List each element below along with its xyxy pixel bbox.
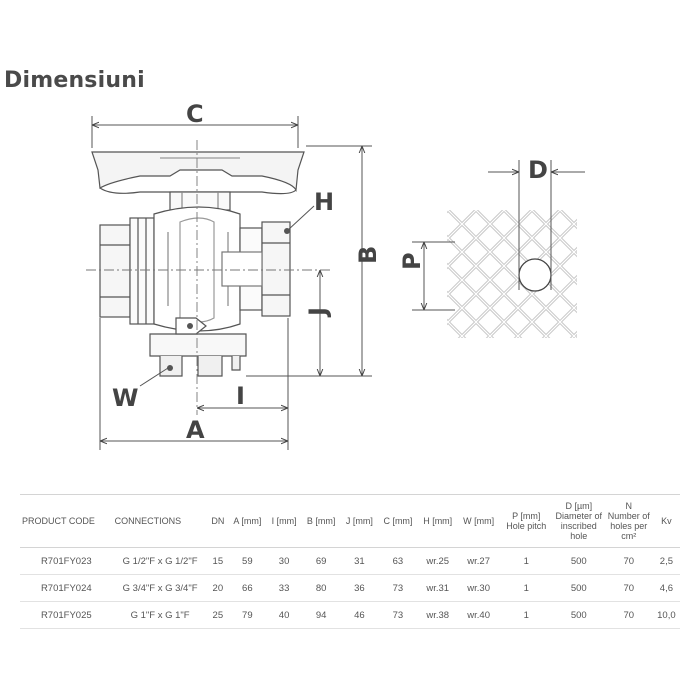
table-row: R701FY024 G 3/4"F x G 3/4"F 20 66 33 80 … (20, 574, 680, 602)
header-d: D [µm] Diameter of inscribed hole (552, 494, 605, 548)
cell-connections: G 3/4"F x G 3/4"F (112, 574, 208, 602)
dimension-i (197, 318, 289, 420)
table-row: R701FY023 G 1/2"F x G 1/2"F 15 59 30 69 … (20, 547, 680, 575)
header-c: C [mm] (378, 494, 418, 548)
cell-kv: 10,0 (652, 601, 680, 629)
cell-j: 46 (340, 601, 379, 629)
dimension-d-label: D (528, 156, 548, 184)
cell-j: 36 (340, 574, 379, 602)
header-w: W [mm] (457, 494, 500, 548)
cell-p: 1 (499, 601, 553, 629)
cell-dn: 20 (207, 574, 229, 602)
header-n-sub: Number of holes per cm² (607, 511, 650, 541)
cell-kv: 4,6 (652, 574, 680, 602)
dimension-w-label: W (112, 384, 138, 412)
dimension-c (91, 116, 299, 148)
cell-d: 500 (552, 574, 605, 602)
cell-connections: G 1/2"F x G 1/2"F (112, 547, 208, 575)
table-row: R701FY025 G 1"F x G 1"F 25 79 40 94 46 7… (20, 601, 680, 629)
cell-h: wr.31 (417, 574, 458, 602)
cell-w: wr.27 (457, 547, 500, 575)
cell-b: 80 (301, 574, 341, 602)
header-b: B [mm] (301, 494, 341, 548)
dimension-a (99, 318, 289, 450)
dimension-p (412, 241, 455, 311)
header-p-label: P [mm] (512, 511, 541, 521)
dimension-a-label: A (186, 416, 205, 444)
valve-side-view (91, 151, 305, 377)
cell-c: 63 (378, 547, 418, 575)
leader-w (139, 367, 169, 387)
header-connections: CONNECTIONS (112, 494, 208, 548)
cell-i: 30 (266, 547, 302, 575)
cell-code: R701FY023 (20, 547, 113, 575)
cell-i: 33 (266, 574, 302, 602)
valve-dimension-drawing: C B J H W I A D P (86, 100, 585, 450)
cell-d: 500 (552, 601, 605, 629)
header-a: A [mm] (228, 494, 267, 548)
cell-d: 500 (552, 547, 605, 575)
filter-mesh-detail (447, 210, 577, 338)
cell-b: 69 (301, 547, 341, 575)
cell-a: 79 (228, 601, 267, 629)
cell-a: 59 (228, 547, 267, 575)
dimension-c-label: C (186, 100, 204, 128)
dimension-b (246, 145, 372, 377)
cell-h: wr.25 (417, 547, 458, 575)
cell-h: wr.38 (417, 601, 458, 629)
dimension-h-label: H (314, 188, 334, 216)
cell-w: wr.40 (457, 601, 500, 629)
cell-n: 70 (604, 547, 653, 575)
header-d-sub: Diameter of inscribed hole (555, 511, 603, 541)
cell-p: 1 (499, 574, 553, 602)
header-dn: DN (207, 494, 229, 548)
cell-dn: 25 (207, 601, 229, 629)
header-p-sub: Hole pitch (506, 521, 547, 531)
cell-c: 73 (378, 601, 418, 629)
dimension-i-label: I (236, 382, 245, 410)
cell-b: 94 (301, 601, 341, 629)
cell-code: R701FY024 (20, 574, 113, 602)
table-header-row: PRODUCT CODE CONNECTIONS DN A [mm] I [mm… (20, 494, 680, 548)
dimension-d (488, 160, 585, 290)
header-n-label: N (625, 501, 633, 511)
page-title: Dimensiuni (4, 68, 145, 93)
header-j: J [mm] (340, 494, 379, 548)
cell-c: 73 (378, 574, 418, 602)
leader-h (287, 205, 315, 231)
cell-w: wr.30 (457, 574, 500, 602)
dimension-p-label: P (398, 252, 426, 270)
cell-p: 1 (499, 547, 553, 575)
header-n: N Number of holes per cm² (604, 494, 653, 548)
cell-connections: G 1"F x G 1"F (112, 601, 208, 629)
header-d-label: D [µm] (565, 501, 593, 511)
cell-code: R701FY025 (20, 601, 113, 629)
spec-table: PRODUCT CODE CONNECTIONS DN A [mm] I [mm… (20, 494, 680, 629)
header-kv: Kv (652, 494, 680, 548)
cell-a: 66 (228, 574, 267, 602)
cell-kv: 2,5 (652, 547, 680, 575)
cell-n: 70 (604, 574, 653, 602)
dimension-j-label: J (304, 307, 332, 318)
header-product-code: PRODUCT CODE (20, 494, 113, 548)
center-lines (86, 140, 330, 415)
header-h: H [mm] (417, 494, 458, 548)
cell-i: 40 (266, 601, 302, 629)
cell-dn: 15 (207, 547, 229, 575)
cell-j: 31 (340, 547, 379, 575)
header-i: I [mm] (266, 494, 302, 548)
header-p: P [mm] Hole pitch (499, 494, 553, 548)
cell-n: 70 (604, 601, 653, 629)
dimension-b-label: B (354, 246, 382, 264)
